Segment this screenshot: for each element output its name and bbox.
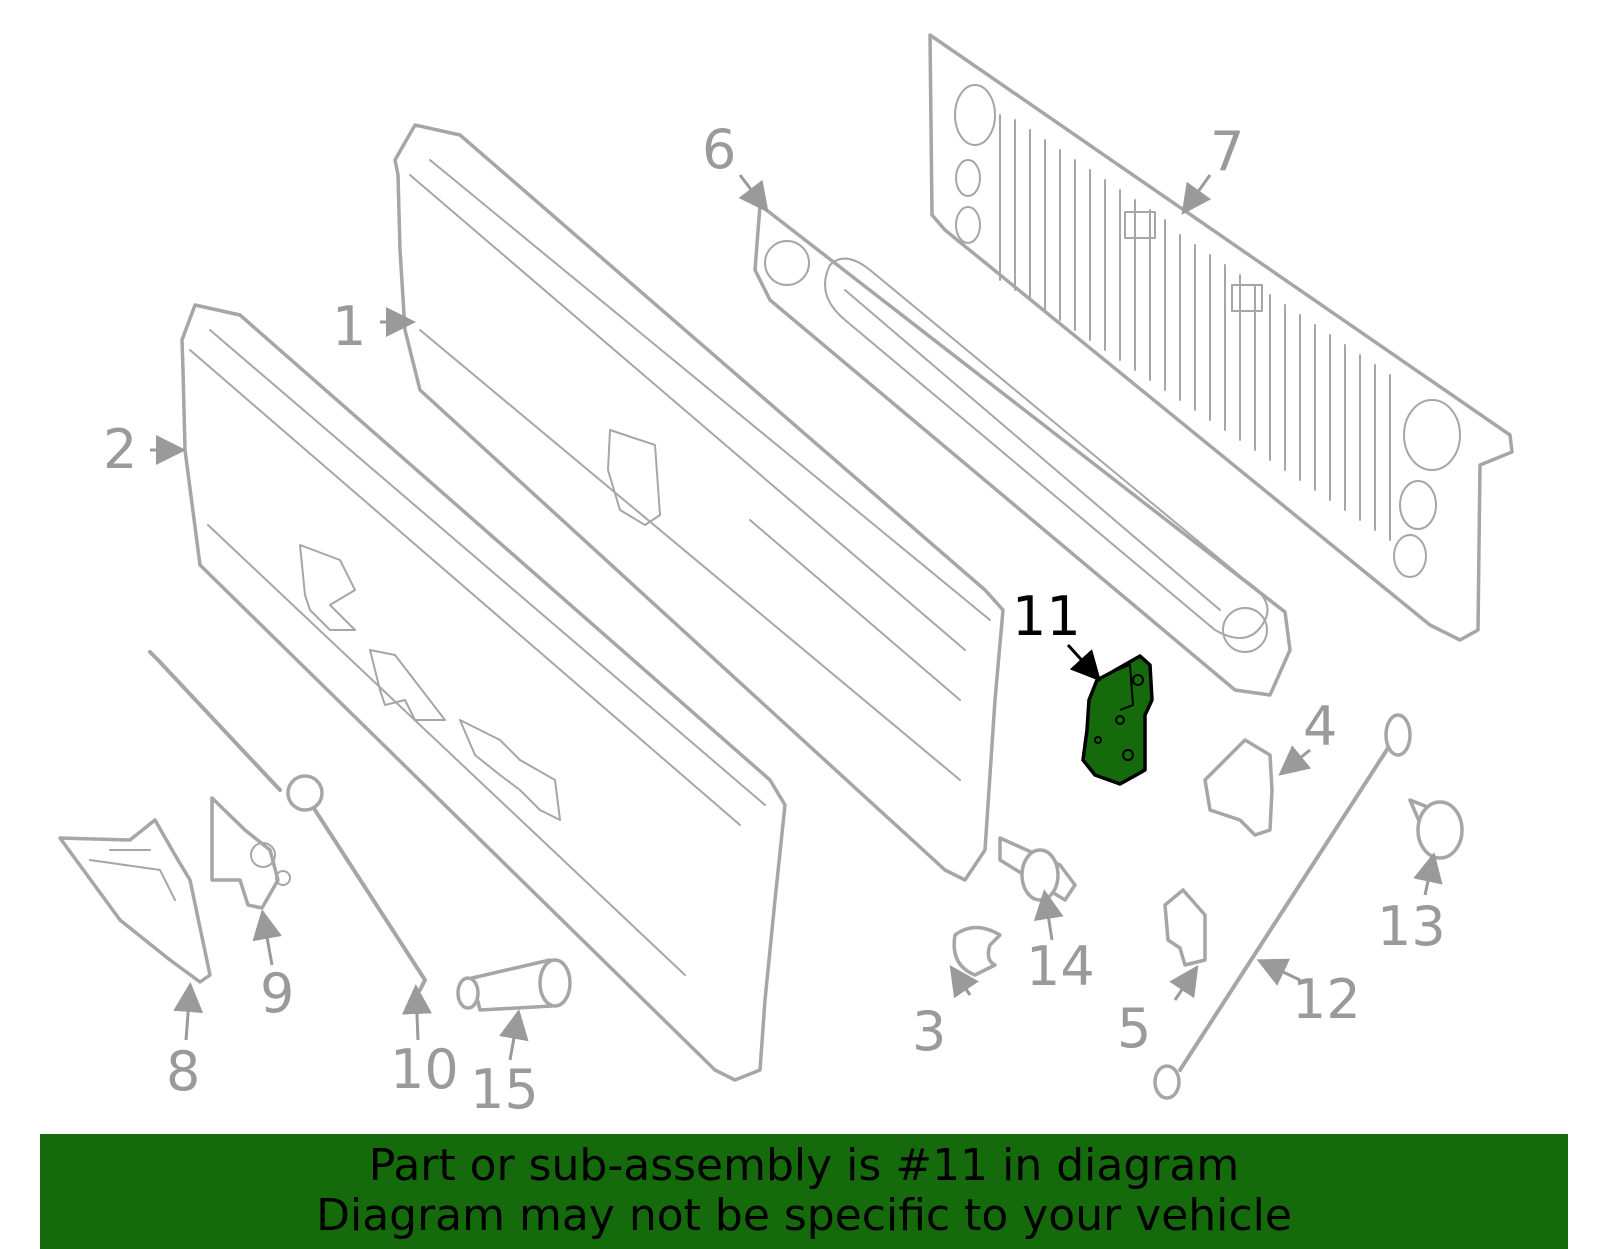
callout-numbers: 1 2 3 4 5 6 7 8 9 10 11 12 13 14 15 [103, 118, 1446, 1121]
part-3-clip [952, 925, 1002, 977]
part-7-inner-panel [928, 33, 1514, 642]
callout-3: 3 [912, 1000, 946, 1063]
part-9-latch-bracket [210, 796, 291, 910]
part-11-hinge-highlighted [1081, 654, 1154, 786]
callout-2: 2 [103, 418, 137, 481]
callout-13: 13 [1377, 895, 1446, 958]
part-1-tailgate [393, 123, 1005, 882]
part-13-bolt [1408, 798, 1464, 860]
callout-10: 10 [390, 1038, 459, 1101]
callout-6: 6 [702, 118, 736, 181]
callout-5: 5 [1117, 997, 1151, 1060]
part-5-bracket [1163, 888, 1207, 967]
part-6-trim-panel [753, 203, 1292, 697]
info-banner: Part or sub-assembly is #11 in diagram D… [40, 1134, 1568, 1249]
callout-14: 14 [1026, 935, 1095, 998]
callout-4: 4 [1303, 695, 1337, 758]
callout-15: 15 [470, 1058, 539, 1121]
callout-8: 8 [166, 1040, 200, 1103]
callout-12: 12 [1292, 968, 1361, 1031]
part-8-latch [58, 818, 212, 984]
part-12-support-cable [1153, 713, 1412, 1100]
part-4-bracket [1203, 738, 1274, 837]
callout-7: 7 [1210, 120, 1244, 183]
banner-line-disclaimer: Diagram may not be specific to your vehi… [316, 1190, 1292, 1241]
callout-1: 1 [332, 295, 366, 358]
callout-11: 11 [1012, 585, 1081, 648]
callout-9: 9 [260, 962, 294, 1025]
part-2-tailgate-skin [180, 303, 787, 1082]
ram-emblem-outline [299, 544, 561, 821]
part-14-pivot-bolt [998, 836, 1077, 902]
part-15-lock-cylinder [456, 958, 572, 1012]
callout-leaders [150, 174, 1443, 1061]
banner-line-part: Part or sub-assembly is #11 in diagram [368, 1140, 1240, 1191]
